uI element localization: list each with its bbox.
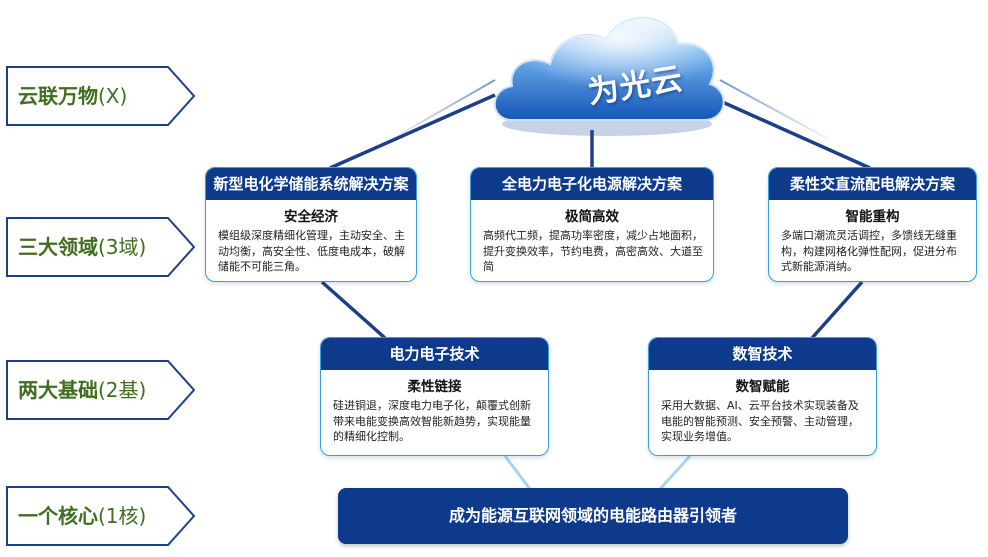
connector-cloud-fade-left (389, 79, 496, 141)
layer-tag-core: 一个核心(1核) (6, 486, 196, 546)
card-title: 数智技术 (649, 338, 876, 370)
domain-card-power-supply: 全电力电子化电源解决方案 极简高效 高频代工频，提高功率密度，减少占地面积，提升… (470, 167, 714, 282)
core-goal-bar: 成为能源互联网领域的电能路由器引领者 (338, 488, 848, 544)
connector-cloud-fade-right (719, 79, 831, 141)
connector-storage-pe (320, 280, 387, 340)
card-subtitle: 智能重构 (845, 209, 900, 225)
domain-card-storage: 新型电化学储能系统解决方案 安全经济 模组级深度精细化管理，主动安全、主动均衡，… (205, 167, 417, 282)
card-description: 高频代工频，提高功率密度，减少占地面积，提升变换效率，节约电费，高密高效、大道至… (483, 229, 703, 273)
layer-tag-everything: 云联万物(X) (6, 66, 196, 126)
arrow-tag-icon (6, 66, 196, 126)
layer-tag-label: 云联万物(X) (18, 84, 128, 108)
arrow-tag-icon (6, 217, 196, 277)
cloud-icon (493, 17, 725, 136)
layer-tag-label: 两大基础(2基) (18, 378, 147, 402)
card-description: 硅进铜退，深度电力电子化，颠覆式创新带来电能变换高效智能新趋势，实现能量的精细化… (333, 399, 531, 443)
layer-tag-foundations: 两大基础(2基) (6, 360, 196, 420)
arrow-tag-icon (6, 486, 196, 546)
layer-tag-domains: 三大领域(3域) (6, 217, 196, 277)
card-subtitle: 极简高效 (565, 209, 619, 225)
card-title: 新型电化学储能系统解决方案 (206, 168, 416, 200)
connector-pe-core (503, 455, 532, 490)
card-description: 模组级深度精细化管理，主动安全、主动均衡，高安全性、低度电成本，破解储能不可能三… (218, 229, 405, 273)
connector-grid-digital (810, 280, 864, 340)
card-subtitle: 数智赋能 (735, 379, 790, 395)
layer-tag-label: 三大领域(3域) (18, 235, 147, 259)
card-title: 柔性交直流配电解决方案 (769, 168, 976, 200)
domain-card-distribution: 柔性交直流配电解决方案 智能重构 多端口潮流灵活调控，多馈线无缝重构，构建网格化… (768, 167, 977, 282)
connector-cloud-grid (699, 90, 871, 170)
card-title: 电力电子技术 (321, 338, 548, 370)
layer-tag-label: 一个核心(1核) (18, 504, 147, 528)
card-subtitle: 柔性链接 (407, 379, 462, 395)
connector-cloud-storage (329, 93, 496, 170)
card-subtitle: 安全经济 (284, 209, 338, 225)
arrow-tag-icon (6, 360, 196, 420)
card-description: 多端口潮流灵活调控，多馈线无缝重构，构建网格化弹性配网，促进分布式新能源消纳。 (781, 229, 957, 273)
card-title: 全电力电子化电源解决方案 (471, 168, 713, 200)
foundation-card-power-electronics: 电力电子技术 柔性链接 硅进铜退，深度电力电子化，颠覆式创新带来电能变换高效智能… (320, 337, 549, 456)
foundation-card-digital-intelligence: 数智技术 数智赋能 采用大数据、AI、云平台技术实现装备及电能的智能预测、安全预… (648, 337, 877, 456)
card-description: 采用大数据、AI、云平台技术实现装备及电能的智能预测、安全预警、主动管理，实现业… (661, 399, 859, 443)
connector-digital-core (658, 454, 692, 491)
